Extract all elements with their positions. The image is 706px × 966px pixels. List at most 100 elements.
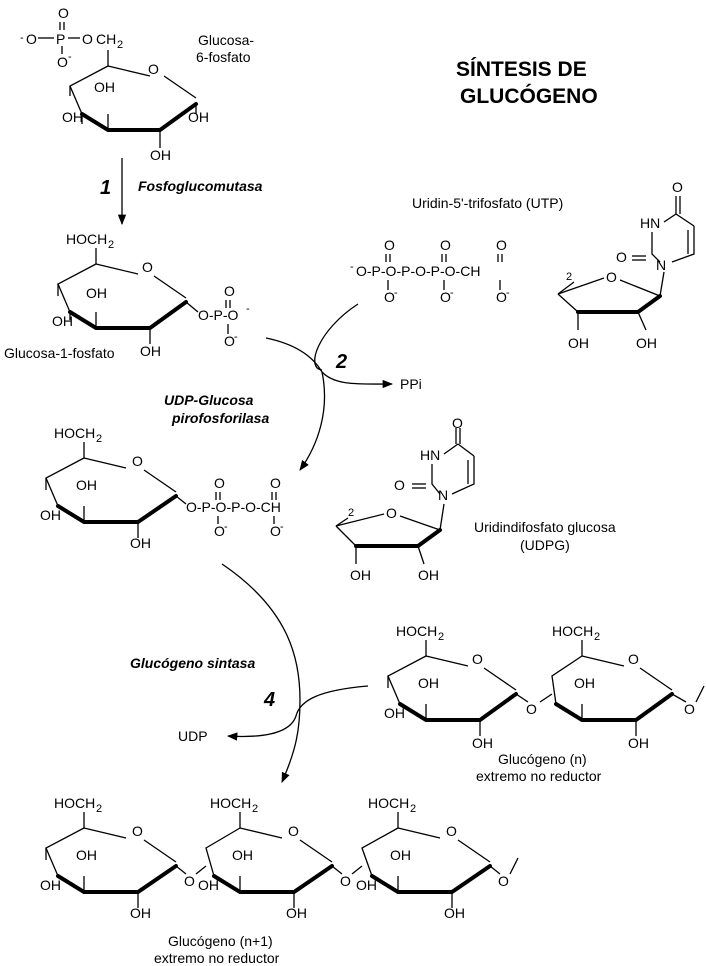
svg-text:OH: OH [94,79,115,95]
svg-text:O: O [526,701,537,717]
udp-out-arrow [226,685,369,741]
step-2-number: 2 [335,351,347,373]
svg-text:OH: OH [52,313,73,329]
glycogen-n-structure: HOCH 2 O OH OH OH O HOCH 2 O OH OH O [384,623,705,751]
svg-text:OH: OH [350,567,371,583]
svg-text:-: - [246,303,250,315]
udp-glucose-structure: HOCH 2 O OH OH OH O-P-O-P-O-CH 2 O O O O… [40,415,475,583]
svg-text:HOCH: HOCH [210,795,251,811]
svg-text:OH: OH [444,905,465,921]
svg-text:2: 2 [117,39,123,51]
svg-text:O: O [270,475,281,491]
svg-text:OH: OH [76,847,97,863]
svg-text:HOCH: HOCH [368,795,409,811]
svg-text:O: O [606,269,617,285]
svg-text:OH: OH [140,343,161,359]
svg-text:O: O [288,823,299,839]
svg-text:O: O [57,54,68,70]
svg-text:OH: OH [472,735,493,751]
svg-text:-: - [394,287,398,299]
title-line-2: GLUCÓGENO [460,84,598,108]
svg-text:-: - [20,32,24,44]
glucose-6-phosphate-structure: O - O P O CH 2 O - O OH OH OH OH [20,5,209,163]
svg-text:O: O [440,237,451,253]
svg-text:O: O [684,701,695,717]
step2-main-arrow [299,371,326,471]
svg-text:OH: OH [198,877,219,893]
utp-structure: - O-P-O-P-O-P-O-CH 2 O O O O O O - - - O… [350,179,695,351]
svg-text:O: O [142,259,153,275]
svg-text:2: 2 [96,433,102,445]
svg-text:OH: OH [356,877,377,893]
utp-label: Uridin-5'-trifosfato (UTP) [412,195,563,211]
svg-text:2: 2 [438,631,444,643]
svg-text:N: N [438,487,448,503]
svg-text:O: O [628,651,639,667]
svg-text:O: O [496,237,507,253]
svg-text:O: O [270,523,281,539]
svg-text:O: O [224,283,235,299]
svg-text:O: O [384,237,395,253]
udpg-label-2: (UDPG) [520,537,570,553]
g6p-label-2: 6-fosfato [196,49,251,65]
glycogen-n1-structure: HOCH 2 O OH OH OH O HOCH 2 O OH OH OH O [40,795,519,921]
svg-text:OH: OH [390,847,411,863]
svg-text:2: 2 [594,631,600,643]
svg-text:O: O [472,651,483,667]
svg-text:O: O [82,31,93,47]
svg-text:OH: OH [76,477,97,493]
ppi-out-arrow [265,337,394,389]
enzyme-fosfoglucomutasa: Fosfoglucomutasa [138,178,263,194]
svg-text:OH: OH [40,877,61,893]
svg-text:OH: OH [130,535,151,551]
svg-text:OH: OH [574,675,595,691]
svg-text:O-P-O-P-O-CH: O-P-O-P-O-CH [186,499,281,515]
enzyme-pirofosforilasa: pirofosforilasa [171,410,269,426]
svg-text:OH: OH [86,285,107,301]
svg-text:OH: OH [130,905,151,921]
svg-text:-: - [280,521,284,533]
glycogen-n-label-2: extremo no reductor [476,768,602,784]
svg-text:-: - [234,331,238,343]
svg-text:2: 2 [108,239,114,251]
svg-text:O: O [440,289,451,305]
glycogen-n1-label-1: Glucógeno (n+1) [168,933,273,949]
svg-text:-: - [506,287,510,299]
svg-text:OH: OH [418,675,439,691]
svg-text:O: O [452,415,463,431]
glucose-1-phosphate-structure: HOCH 2 O OH OH OH O-P-O - O O - [52,231,250,359]
svg-text:HOCH: HOCH [54,795,95,811]
svg-text:-: - [224,521,228,533]
svg-text:HN: HN [640,215,660,231]
step4-main-arrow [221,563,301,783]
svg-text:OH: OH [628,735,649,751]
svg-text:2: 2 [348,507,354,519]
svg-text:2: 2 [566,271,572,283]
svg-text:O-P-O: O-P-O [198,307,239,323]
svg-text:CH: CH [96,31,116,47]
svg-text:OH: OH [384,705,405,721]
svg-text:O: O [214,523,225,539]
svg-text:2: 2 [252,803,258,815]
svg-text:2: 2 [410,803,416,815]
title-line-1: SÍNTESIS DE [456,58,587,81]
svg-text:O: O [224,333,235,349]
step-4-number: 4 [263,689,275,711]
ppi-label: PPi [400,376,422,392]
enzyme-glucogeno-sintasa: Glucógeno sintasa [130,655,255,671]
svg-text:OH: OH [636,335,657,351]
svg-text:O: O [340,873,351,889]
svg-text:O: O [214,475,225,491]
svg-text:OH: OH [188,109,209,125]
svg-text:-: - [68,51,72,63]
svg-text:O: O [148,61,159,77]
g1p-label: Glucosa-1-fosfato [4,345,115,361]
svg-text:HOCH: HOCH [66,231,107,247]
svg-text:O: O [58,5,69,21]
svg-text:O: O [496,289,507,305]
svg-text:O-P-O-P-O-P-O-CH: O-P-O-P-O-P-O-CH [356,263,480,279]
svg-text:OH: OH [568,335,589,351]
svg-text:O: O [132,823,143,839]
svg-text:2: 2 [96,803,102,815]
